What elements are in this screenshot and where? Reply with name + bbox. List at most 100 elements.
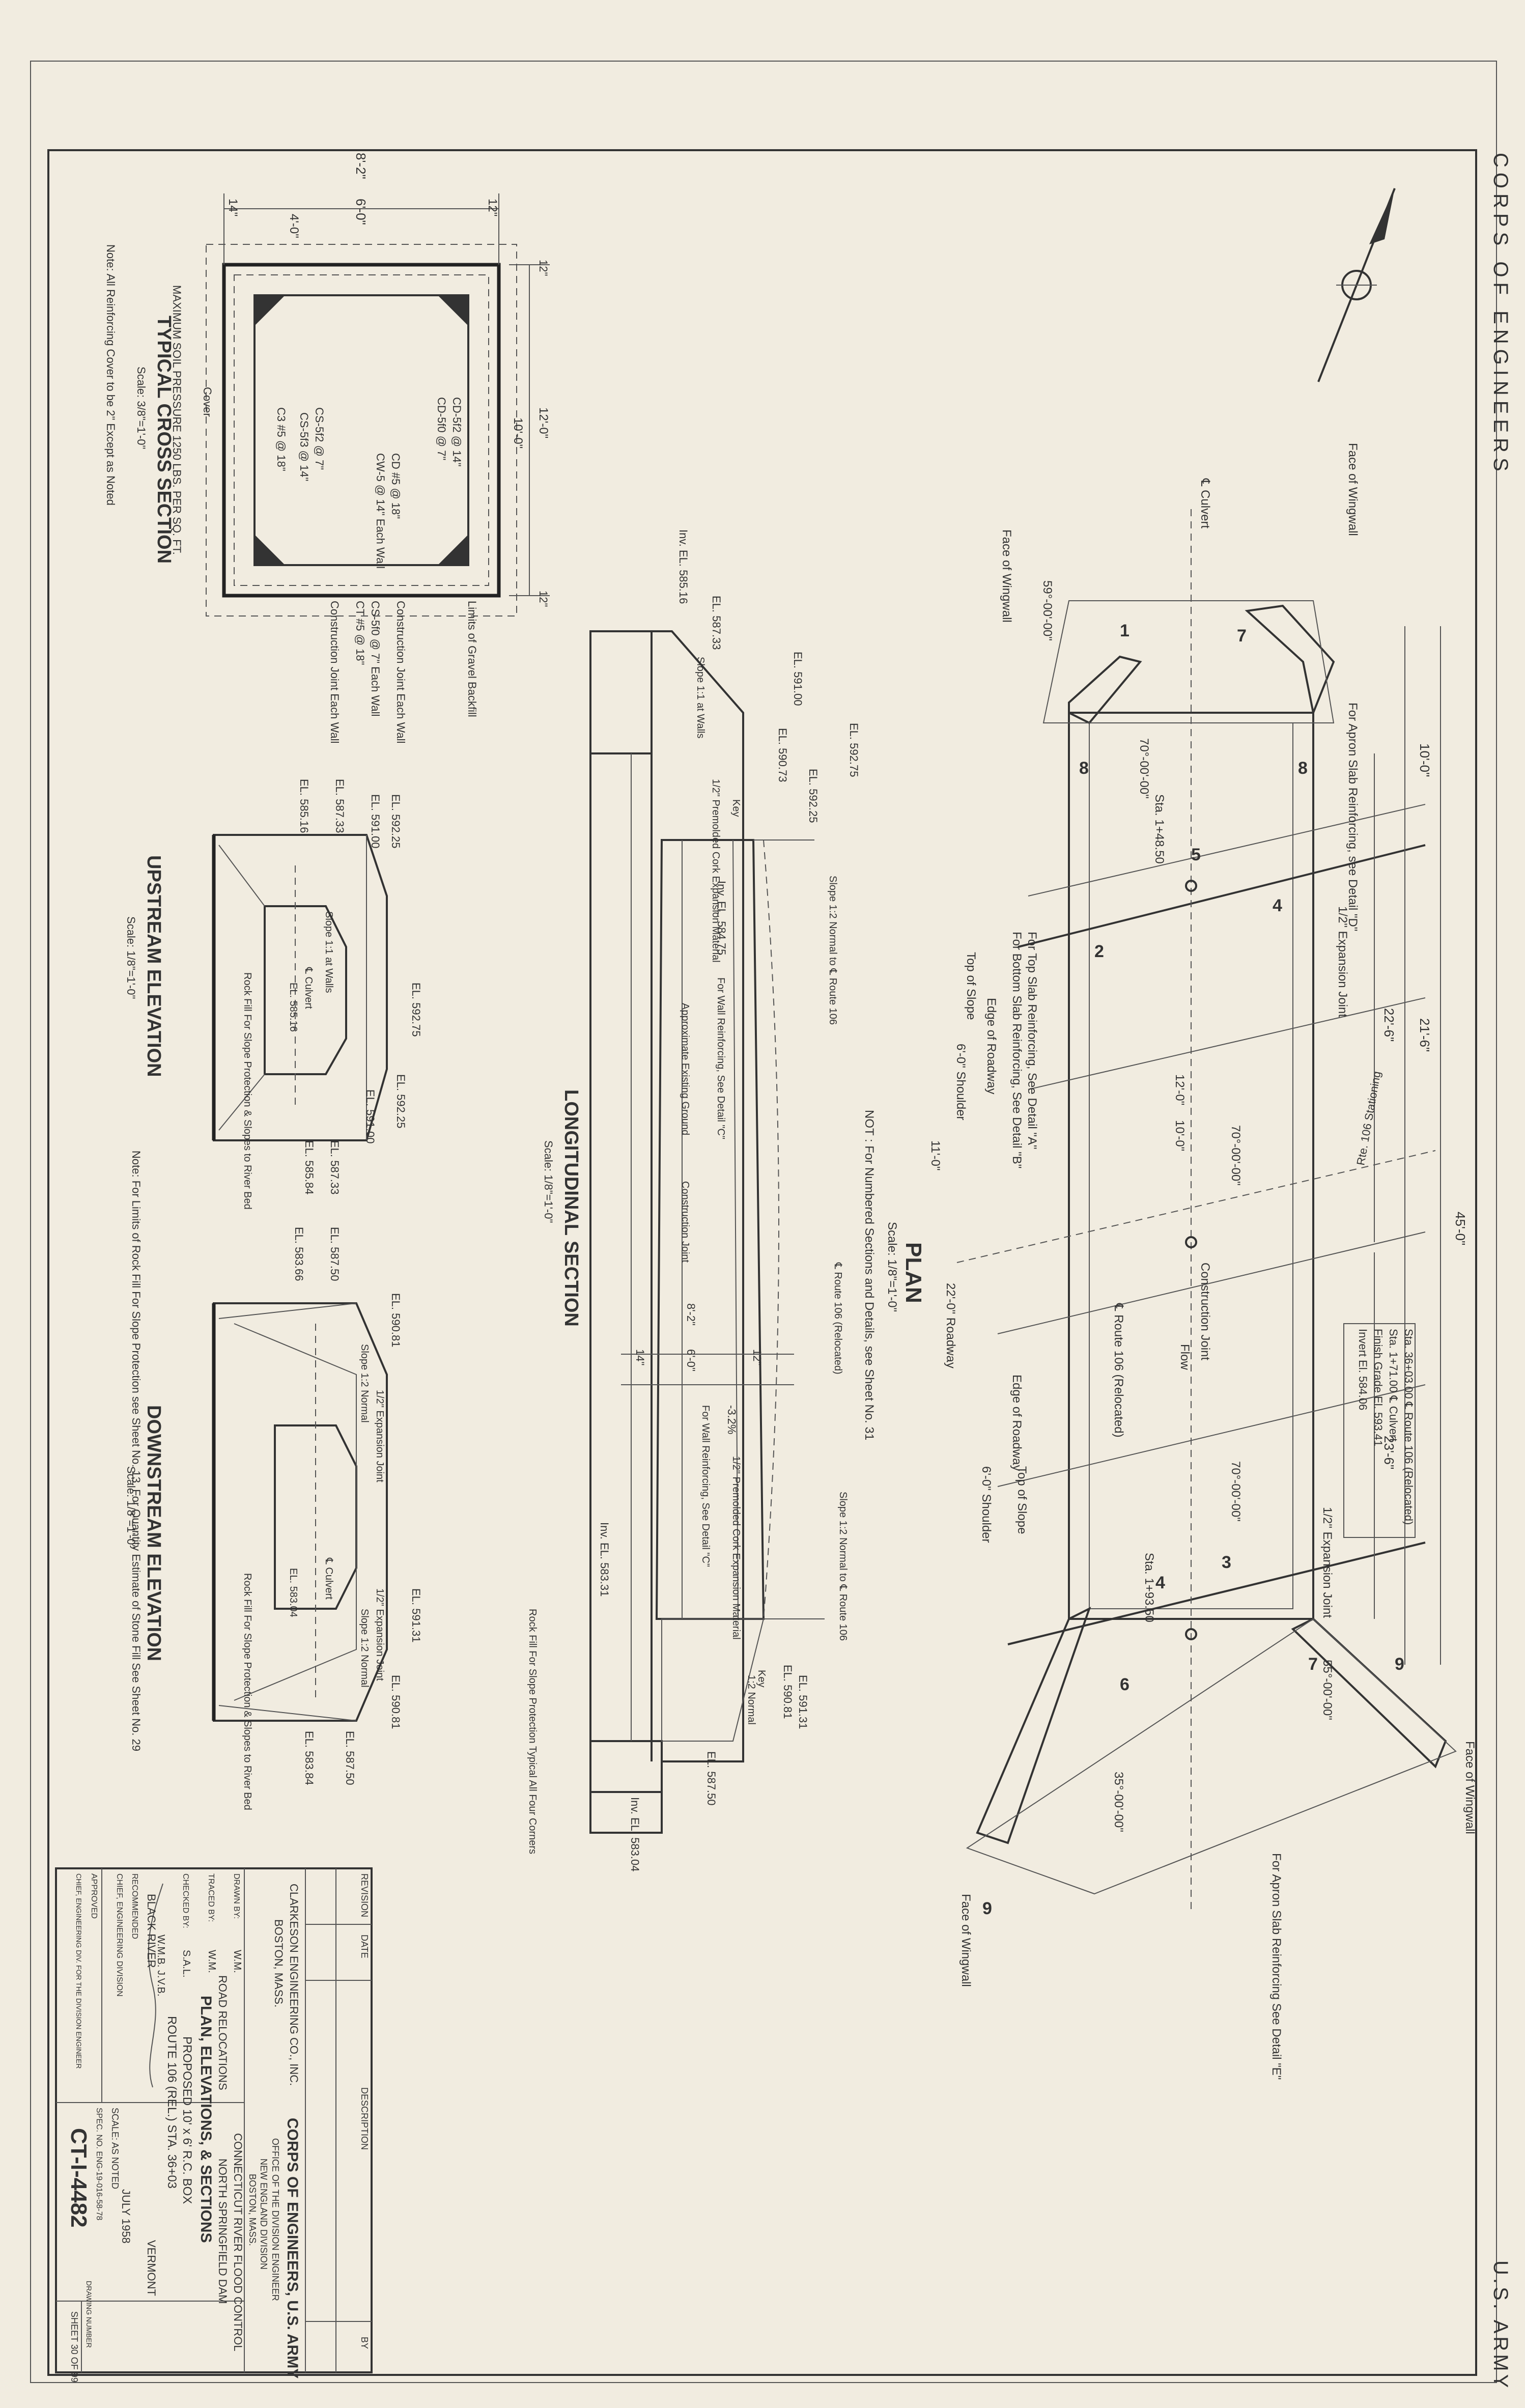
plan-skew-line-2 [1028, 997, 1426, 1090]
tb-engineer: CHIEF, ENGINEERING DIV. FOR THE DIVISION… [75, 1873, 83, 2069]
tb-traced-by: W.M. [206, 1950, 217, 1973]
xs-dim-top-4: 12" [486, 199, 499, 216]
plan-info-box [1343, 1323, 1416, 1538]
plan-dim-5: 23'-6" [1381, 1436, 1397, 1469]
section-mark-1: 1 [1120, 621, 1129, 640]
margin-army-label: U.S. ARMY [1489, 2260, 1512, 2391]
long-el-7: Inv. EL. 584.75 [715, 881, 728, 955]
plan-skew-line-5 [1007, 1542, 1426, 1645]
section-mark-4a: 4 [1273, 896, 1282, 915]
plan-apron-bottom [966, 1618, 1457, 1895]
plan-sta-left: Sta. 1+48.50 [1152, 794, 1166, 864]
plan-dim-4: 45'-0" [1453, 1212, 1468, 1245]
long-el-5: EL. 592.25 [807, 769, 820, 823]
down-label-7: Slope 1:2 Normal [359, 1609, 370, 1688]
up-el-1: EL. 592.25 [389, 794, 402, 848]
plan-apron-reinf-top: For Apron Slab Reinforcing, see Detail "… [1346, 703, 1360, 931]
cross-section-outer [222, 263, 501, 598]
tb-drawn-label: DRAWN BY: [232, 1873, 241, 1919]
section-mark-7a: 7 [1237, 626, 1247, 646]
plan-skew-line-1 [1028, 804, 1426, 897]
long-label-1: Slope 1:1 at Walls [695, 657, 706, 738]
plan-cl-culvert: ℄ Culvert [1198, 478, 1212, 528]
down-el-3: EL. 590.81 [389, 1293, 402, 1347]
section-mark-9b: 9 [982, 1899, 992, 1918]
up-el-4: EL. 585.16 [298, 779, 310, 833]
long-existing-ground [763, 839, 779, 1619]
long-label-4: Slope 1:2 Normal to ℄ Route 106 [827, 876, 838, 1025]
xs-dim-right-3: 10'-0" [511, 417, 525, 449]
up-title: UPSTREAM ELEVATION [143, 855, 164, 1077]
plan-dim-2: 21'-6" [1417, 1018, 1432, 1052]
section-mark-7b: 7 [1308, 1655, 1318, 1674]
up-scale: Scale: 1/8"=1'-0" [125, 916, 137, 999]
tb-drawing-number-label: DRAWING NUMBER [85, 2281, 93, 2348]
plan-dim-8: 11'-0" [928, 1140, 942, 1170]
xs-label-4: CS-5f3 @ 14" [298, 412, 310, 481]
xs-label-1: CD-5f2 @ 14" [450, 397, 463, 467]
tb-project: CONNECTICUT RIVER FLOOD CONTROL [232, 2133, 244, 2351]
upstream-outline [213, 834, 388, 1141]
tb-scale: SCALE: AS NOTED [110, 2108, 120, 2189]
xs-scale: Scale: 3/8"=1'-0" [135, 367, 148, 449]
long-label-13: -3.2% [725, 1405, 738, 1434]
long-label-17: Key [756, 1670, 767, 1687]
plan-sta-right: Sta. 1+93.50 [1142, 1553, 1156, 1622]
tb-header-revision: REVISION [359, 1873, 370, 1917]
plan-wingwall-nw [1068, 655, 1142, 724]
tb-firm: CLARKESON ENGINEERING CO., INC. [288, 1884, 300, 2086]
sheet-outer-edge [30, 61, 1497, 2383]
xs-dim-top-1: 8'-2" [353, 153, 369, 179]
downstream-elevation: EL. 587.50 EL. 583.66 EL. 590.81 EL. 591… [125, 1227, 422, 1810]
up-el-2: EL. 591.00 [369, 794, 382, 848]
down-scale: Scale: 1/8"=1'-0" [125, 1466, 137, 1549]
long-label-7: Construction Joint [680, 1181, 691, 1263]
long-label-8: ℄ Route 106 (Relocated) [832, 1262, 843, 1375]
down-label-5: Rock Fill For Slope Protection & Slopes … [242, 1573, 253, 1810]
up-label-3: EL. 585.16 [288, 983, 299, 1032]
plan-angle-5: 55°-00'-00" [1320, 1660, 1334, 1720]
title-block: REVISION DATE DESCRIPTION BY CLARKESON E… [55, 1867, 373, 2383]
up-el-6: EL. 592.25 [394, 1074, 407, 1128]
xs-label-5: C3 #5 @ 18" [275, 407, 288, 471]
up-el-9: EL. 585.84 [303, 1140, 316, 1194]
plan-construction-joint: Construction Joint [1198, 1263, 1212, 1360]
long-el-10: Inv. EL. 583.31 [598, 1522, 611, 1597]
tb-date: JULY 1958 [120, 2189, 132, 2244]
plan-face-wingwall-2: Face of Wingwall [1000, 529, 1013, 623]
plan-info-line-1: Sta. 36+03.00 ℄ Route 106 (Relocated) [1402, 1329, 1415, 1525]
sheet-border [47, 149, 1477, 2376]
down-label-1: Slope 1:2 Normal [359, 1344, 370, 1423]
down-label-4: EL. 583.04 [288, 1568, 299, 1617]
plan-top-slope-2: Top of Slope [1015, 1466, 1029, 1534]
tb-state: VERMONT [145, 2240, 158, 2296]
xs-label-8: CT #5 @ 18" [354, 601, 366, 665]
down-label-6: 1/2" Expansion Joint [374, 1588, 385, 1681]
long-label-11: 6'-0" [685, 1349, 697, 1371]
plan-wingwall-ne [1245, 604, 1335, 716]
xs-label-9: Construction Joint Each Wall [394, 601, 407, 743]
long-label-15: 1/2" Premolded Cork Expansion Material [730, 1456, 742, 1640]
tb-approved-label: APPROVED [90, 1873, 98, 1919]
section-mark-5: 5 [1191, 845, 1201, 864]
long-el-3: Inv. EL. 585.16 [677, 529, 690, 604]
north-arrow-icon [1317, 188, 1396, 382]
long-label-16: Slope 1:2 Normal to ℄ Route 106 [837, 1492, 849, 1641]
tb-office: OFFICE OF THE DIVISION ENGINEER [270, 2138, 280, 2301]
long-el-8: EL. 591.31 [797, 1675, 809, 1729]
tb-drawing-title: PLAN, ELEVATIONS, & SECTIONS [197, 1996, 214, 2243]
xs-title: TYPICAL CROSS SECTION [153, 316, 175, 564]
plan-wingwall-se [1291, 1617, 1447, 1769]
section-mark-9a: 9 [1395, 1655, 1404, 1674]
xs-note: Note: All Reinforcing Cover to be 2" Exc… [104, 244, 117, 506]
xs-dim-right-2: 12'-0" [536, 407, 550, 438]
long-label-3: Key [730, 799, 742, 817]
section-mark-8a: 8 [1079, 759, 1089, 778]
tb-division: NEW ENGLAND DIVISION [259, 2159, 269, 2270]
plan-headwall-top [1042, 600, 1335, 723]
tb-box: PROPOSED 10' x 6' R.C. BOX [180, 2036, 194, 2204]
long-title: LONGITUDINAL SECTION [560, 1089, 582, 1327]
xs-label-10: CS-5f0 @ 7" Each Wall [369, 601, 382, 716]
